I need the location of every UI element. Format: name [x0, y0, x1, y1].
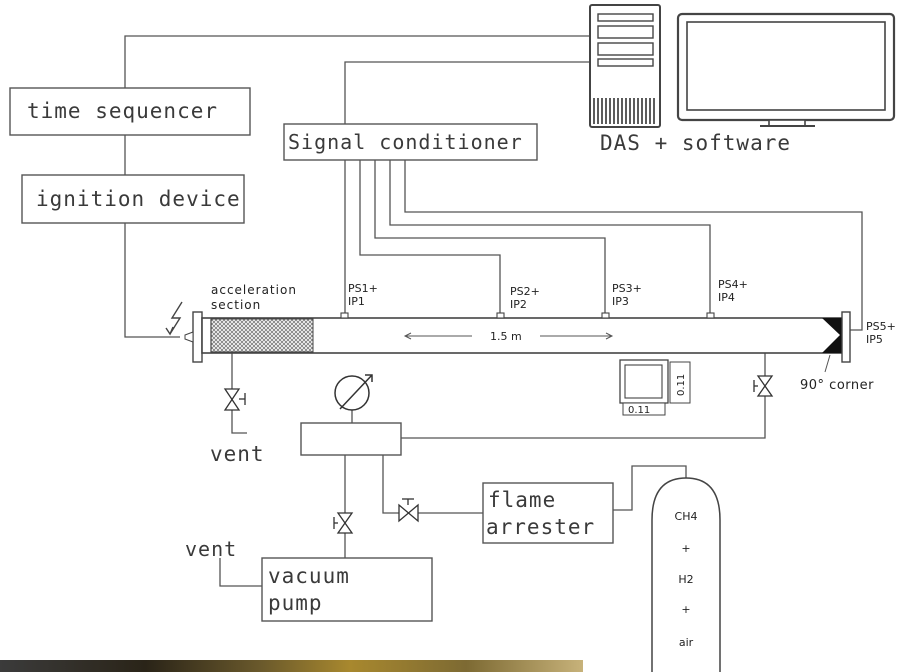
sensor-port-1	[341, 313, 348, 318]
vacuum-pump-box: vacuum pump	[262, 558, 432, 621]
manifold-box	[301, 423, 401, 455]
signal-conditioner-box: Signal conditioner	[284, 124, 537, 160]
sensor-1-label-ip: IP1	[348, 295, 365, 308]
cylinder-gas-3: air	[679, 636, 694, 649]
cylinder-gas-1: CH4	[675, 510, 698, 523]
vacuum-pump-label-1: vacuum	[268, 564, 350, 588]
sensor-5-label-ip: IP5	[866, 333, 883, 346]
das-computer-icon	[590, 5, 660, 127]
vent-valve-icon	[225, 389, 245, 410]
distance-label: 1.5 m	[490, 330, 522, 343]
pressure-gauge-icon	[335, 375, 372, 410]
cylinder-plus-1: +	[681, 542, 690, 555]
das-software-label: DAS + software	[600, 131, 791, 155]
corner-pointer	[825, 355, 830, 372]
sensor-4-label-ip: IP4	[718, 291, 735, 304]
spark-icon	[166, 302, 182, 334]
ignition-device-box: ignition device	[22, 175, 244, 223]
sensor-2-label-ip: IP2	[510, 298, 527, 311]
sensor-3-label-ip: IP3	[612, 295, 629, 308]
vent-label-top: vent	[210, 442, 265, 466]
sensor-port-2	[497, 313, 504, 318]
fill-valve-icon	[399, 499, 418, 521]
sensor-3-label-ps: PS3+	[612, 282, 642, 295]
flame-arrester-label-1: flame	[488, 488, 556, 512]
flame-arrester-box: flame arrester	[483, 483, 613, 543]
cylinder-gas-2: H2	[678, 573, 693, 586]
cross-section-height-label: 0.11	[676, 374, 687, 396]
flame-arrester-label-2: arrester	[486, 515, 595, 539]
sensor-2-label-ps: PS2+	[510, 285, 540, 298]
sensor-5-label-ps: PS5+	[866, 320, 896, 333]
sensor-port-4	[707, 313, 714, 318]
vent-label-bottom: vent	[185, 537, 237, 561]
monitor-icon	[678, 14, 894, 126]
signal-conditioner-label: Signal conditioner	[288, 130, 523, 154]
time-sequencer-box: time sequencer	[10, 88, 250, 135]
vacuum-valve-icon	[334, 513, 352, 533]
acceleration-section-label-2: section	[211, 298, 261, 312]
ignition-device-label: ignition device	[36, 187, 241, 211]
sensor-1-label-ps: PS1+	[348, 282, 378, 295]
sensor-4-label-ps: PS4+	[718, 278, 748, 291]
cylinder-plus-2: +	[681, 603, 690, 616]
vacuum-pump-label-2: pump	[268, 591, 323, 615]
right-valve-icon	[754, 376, 772, 396]
corner-label: 90° corner	[800, 378, 874, 393]
photo-strip	[0, 660, 583, 672]
acceleration-section-label-1: acceleration	[211, 283, 297, 297]
sensor-port-3	[602, 313, 609, 318]
acceleration-section-fill	[211, 319, 313, 352]
time-sequencer-label: time sequencer	[27, 99, 218, 123]
cross-section-width-label: 0.11	[628, 405, 650, 416]
